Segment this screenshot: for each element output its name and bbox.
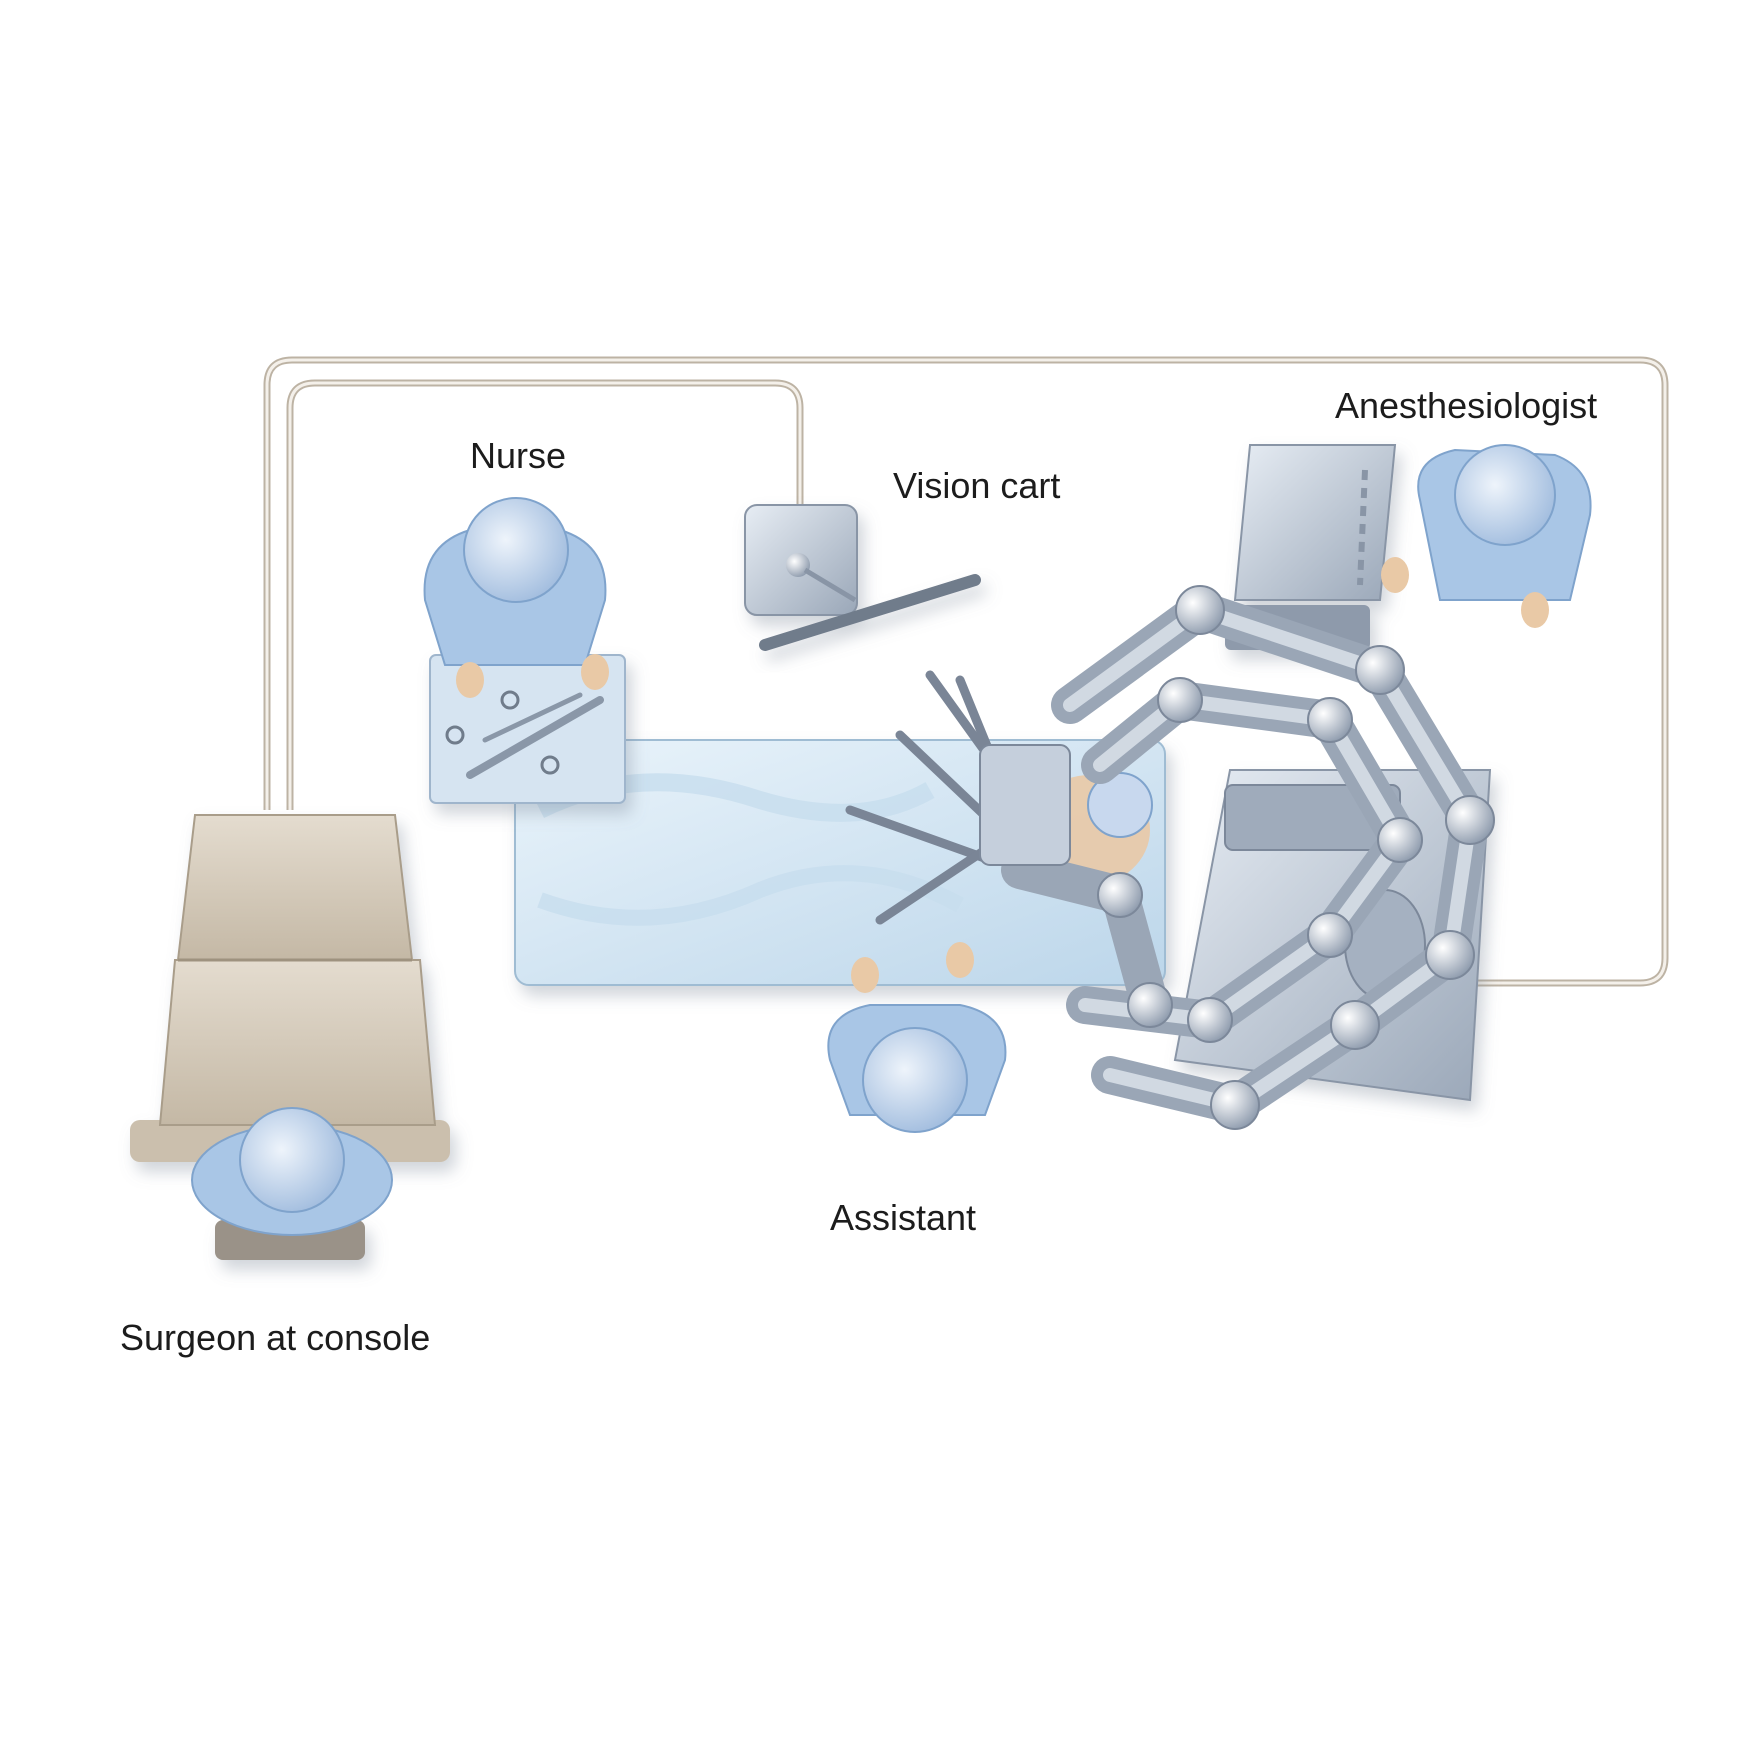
label-assistant: Assistant (830, 1197, 976, 1238)
surgeon-figure (191, 1107, 393, 1236)
cable-inner (286, 379, 804, 810)
label-vision-cart: Vision cart (893, 465, 1060, 506)
robotic-arms (1001, 585, 1495, 1130)
nurse-figure (423, 497, 609, 698)
surgical-instruments (845, 670, 1071, 925)
label-anesthesiologist: Anesthesiologist (1335, 385, 1597, 426)
anesthesiologist-figure (1381, 444, 1592, 628)
vision-cart (744, 504, 981, 651)
cable-outer (263, 356, 1669, 987)
label-nurse: Nurse (470, 435, 566, 476)
label-surgeon: Surgeon at console (120, 1317, 430, 1358)
assistant-figure (827, 942, 1007, 1133)
